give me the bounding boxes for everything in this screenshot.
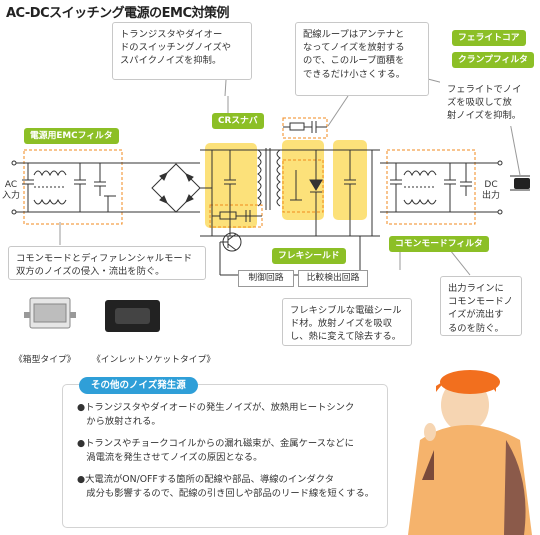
loop-callout: 配線ループはアンテナと なってノイズを放射する ので、このループ面積を できるだ…: [295, 22, 429, 96]
other-noise-sources-box: その他のノイズ発生源 ●トランジスタやダイオードの発生ノイズが、放熱用ヒートシン…: [62, 377, 388, 528]
snubber2-dashed-box: [282, 117, 328, 139]
noise-bullet-2: ●トランスやチョークコイルからの漏れ磁束が、金属ケースなどに 渦電流を発生させて…: [77, 438, 354, 463]
common-mode-dashed-box: [386, 149, 476, 225]
ratio-detect-box: 比較検出回路: [298, 270, 368, 287]
ferrite-core-shape: [514, 178, 530, 189]
cr-snubber-pill: CRスナバ: [212, 113, 264, 129]
noise-bullet-1: ●トランジスタやダイオードの発生ノイズが、放熱用ヒートシンク から放射される。: [77, 402, 355, 427]
snubber-callout: トランジスタやダイオー ドのスイッチングノイズや スパイクノイズを抑制。: [112, 22, 252, 80]
flex-shield-pill: フレキシールド: [272, 248, 346, 264]
other-noise-sources-title: その他のノイズ発生源: [79, 377, 198, 394]
control-circuit-box: 制御回路: [238, 270, 294, 287]
emc-filter-callout: コモンモードとディファレンシャルモード 双方のノイズの侵入・流出を防ぐ。: [8, 246, 206, 280]
noise-bullet-3: ●大電流がON/OFFする箇所の配線や部品、導線のインダクタ 成分も影響するので…: [77, 474, 375, 499]
page-title: AC-DCスイッチング電源のEMC対策例: [6, 6, 230, 21]
ferrite-core-pill: フェライトコア: [452, 30, 526, 46]
emc-filter-pill: 電源用EMCフィルタ: [24, 128, 119, 144]
ac-input-label: AC 入力: [1, 180, 20, 201]
emc-filter-dashed-box: [23, 149, 123, 225]
clamp-filter-pill: クランプフィルタ: [452, 52, 534, 68]
box-type-caption: 《箱型タイプ》: [14, 355, 76, 365]
inlet-type-caption: 《インレットソケットタイプ》: [92, 355, 216, 365]
common-mode-callout: 出力ラインに コモンモードノ イズが流出す るのを防ぐ。: [440, 276, 522, 336]
diode-dashed-box: [282, 159, 324, 213]
dc-output-label: DC 出力: [481, 180, 500, 201]
snubber-highlight: [205, 143, 257, 228]
character-illustration: [408, 370, 532, 535]
flex-shield-callout: フレキシブルな電磁シール ド材。放射ノイズを吸収 し、熱に変えて除去する。: [282, 298, 412, 346]
ferrite-callout: フェライトでノイ ズを吸収して放 射ノイズを抑制。: [440, 78, 536, 126]
common-mode-filter-pill: コモンモードフィルタ: [389, 236, 489, 252]
